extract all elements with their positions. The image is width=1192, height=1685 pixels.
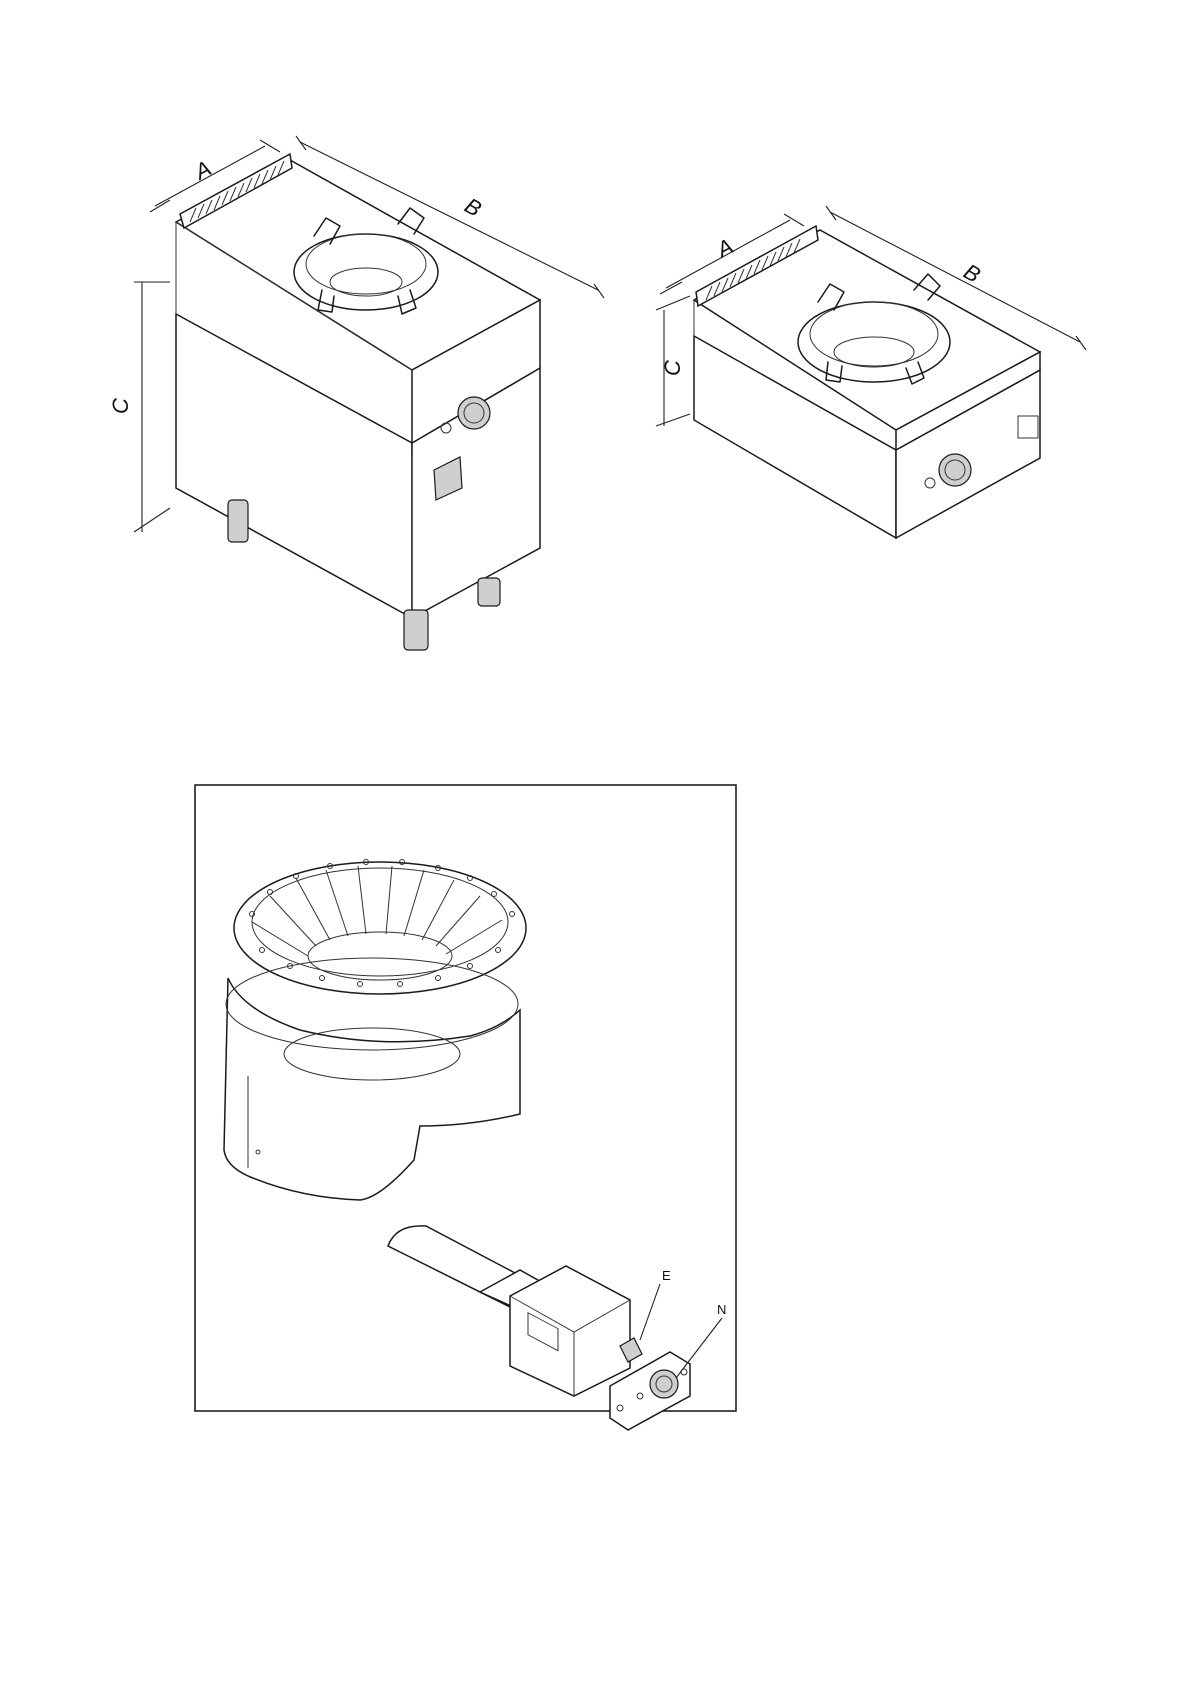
callout-label-n: N [717,1302,726,1317]
dimension-label-c-2: C [660,360,685,376]
dimension-label-a-2: A [711,233,737,263]
dimension-label-b: B [461,193,486,222]
countertop-wok-cooker-drawing: A B C [656,206,1086,538]
dimension-c-line [134,282,170,532]
dimension-label-b-2: B [960,259,985,288]
callout-label-e: E [662,1268,671,1283]
dimension-label-a: A [189,155,215,185]
burner-detail-figure: E N [195,785,736,1430]
dimension-label-c: C [108,398,133,414]
floor-wok-cooker-drawing: A B C [108,136,604,650]
nozzle-part [650,1370,678,1398]
